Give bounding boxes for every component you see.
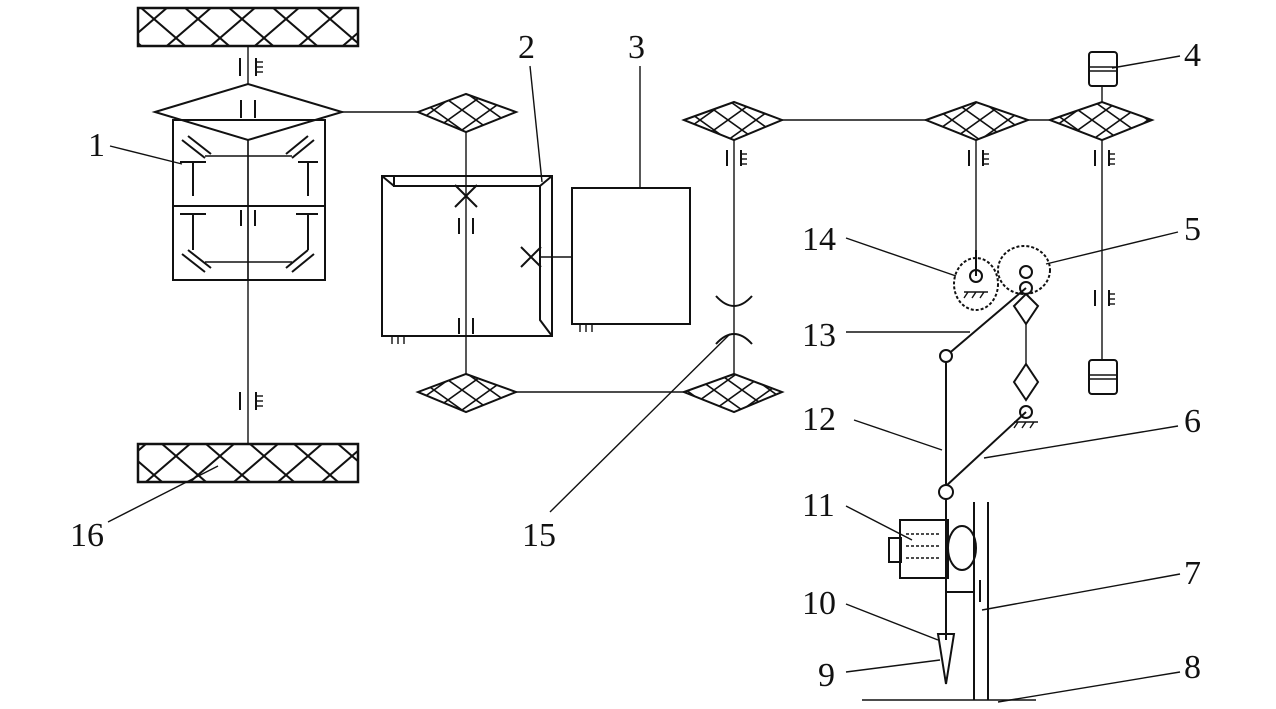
link-rods xyxy=(938,287,1027,640)
gear-pair-bottom-mid xyxy=(681,372,785,414)
sprocket-bottom xyxy=(1088,359,1118,395)
label-6: 6 xyxy=(1184,403,1201,440)
guide-plate-7 xyxy=(946,502,989,700)
label-15: 15 xyxy=(522,517,556,554)
label-13: 13 xyxy=(802,317,836,354)
cam-5 xyxy=(997,245,1051,295)
label-16: 16 xyxy=(70,517,104,554)
wheel-bottom xyxy=(136,442,360,484)
engine xyxy=(541,187,691,332)
differential-housing xyxy=(151,82,346,281)
needle-drive-11 xyxy=(888,519,977,579)
label-1: 1 xyxy=(88,127,105,164)
cam-14 xyxy=(953,250,999,311)
gear-pair-top-right-a xyxy=(923,100,1031,142)
vertical-shaft-mid xyxy=(715,140,753,374)
label-5: 5 xyxy=(1184,211,1201,248)
leader-lines xyxy=(107,55,1181,703)
label-3: 3 xyxy=(628,29,645,66)
label-8: 8 xyxy=(1184,649,1201,686)
label-4: 4 xyxy=(1184,37,1201,74)
label-7: 7 xyxy=(1184,555,1201,592)
gear-pair-top-left xyxy=(415,92,519,134)
gear-pair-bottom-left xyxy=(415,372,519,414)
label-2: 2 xyxy=(518,29,535,66)
label-11: 11 xyxy=(802,487,835,524)
rocker-assembly xyxy=(1012,292,1040,429)
gearbox xyxy=(381,132,553,374)
sprocket-top-4 xyxy=(1088,51,1118,87)
label-12: 12 xyxy=(802,401,836,438)
label-10: 10 xyxy=(802,585,836,622)
gear-pair-top-mid xyxy=(681,100,785,142)
label-9: 9 xyxy=(818,657,835,694)
shaft-to-cam-14 xyxy=(968,140,989,250)
wheel-top xyxy=(136,6,360,48)
label-14: 14 xyxy=(802,221,836,258)
needle-9 xyxy=(936,633,956,685)
gear-pair-top-right-b xyxy=(1028,100,1155,142)
